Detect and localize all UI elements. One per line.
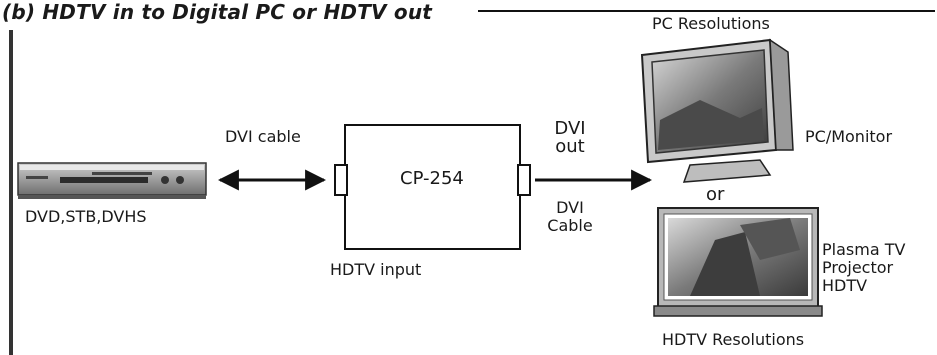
tv-label-projector: Projector [822, 258, 894, 277]
dvi-out-label-top: DVI [554, 118, 586, 139]
dvd-player-icon [17, 162, 207, 199]
dvi-cable-label-bottom: DVI [556, 198, 584, 217]
plasma-tv-icon [653, 207, 823, 317]
pc-monitor-icon [640, 38, 794, 183]
tv-label-hdtv: HDTV [822, 276, 868, 295]
dvi-out-label-top2: out [555, 136, 585, 157]
left-port [334, 164, 348, 196]
diagram-title: (b) HDTV in to Digital PC or HDTV out [2, 0, 433, 24]
or-label: or [706, 184, 725, 205]
hdtv-resolutions-heading: HDTV Resolutions [662, 330, 805, 349]
pc-resolutions-heading: PC Resolutions [652, 14, 770, 33]
tv-label-plasma: Plasma TV [822, 240, 906, 259]
dvi-cable-label: DVI cable [225, 127, 301, 146]
right-port [517, 164, 531, 196]
pc-monitor-label: PC/Monitor [805, 127, 893, 146]
dvi-cable-label-bottom2: Cable [547, 216, 593, 235]
cp254-box [344, 124, 521, 250]
hdtv-input-label: HDTV input [330, 260, 422, 279]
source-label: DVD,STB,DVHS [25, 207, 147, 226]
cp254-label: CP-254 [400, 168, 464, 189]
